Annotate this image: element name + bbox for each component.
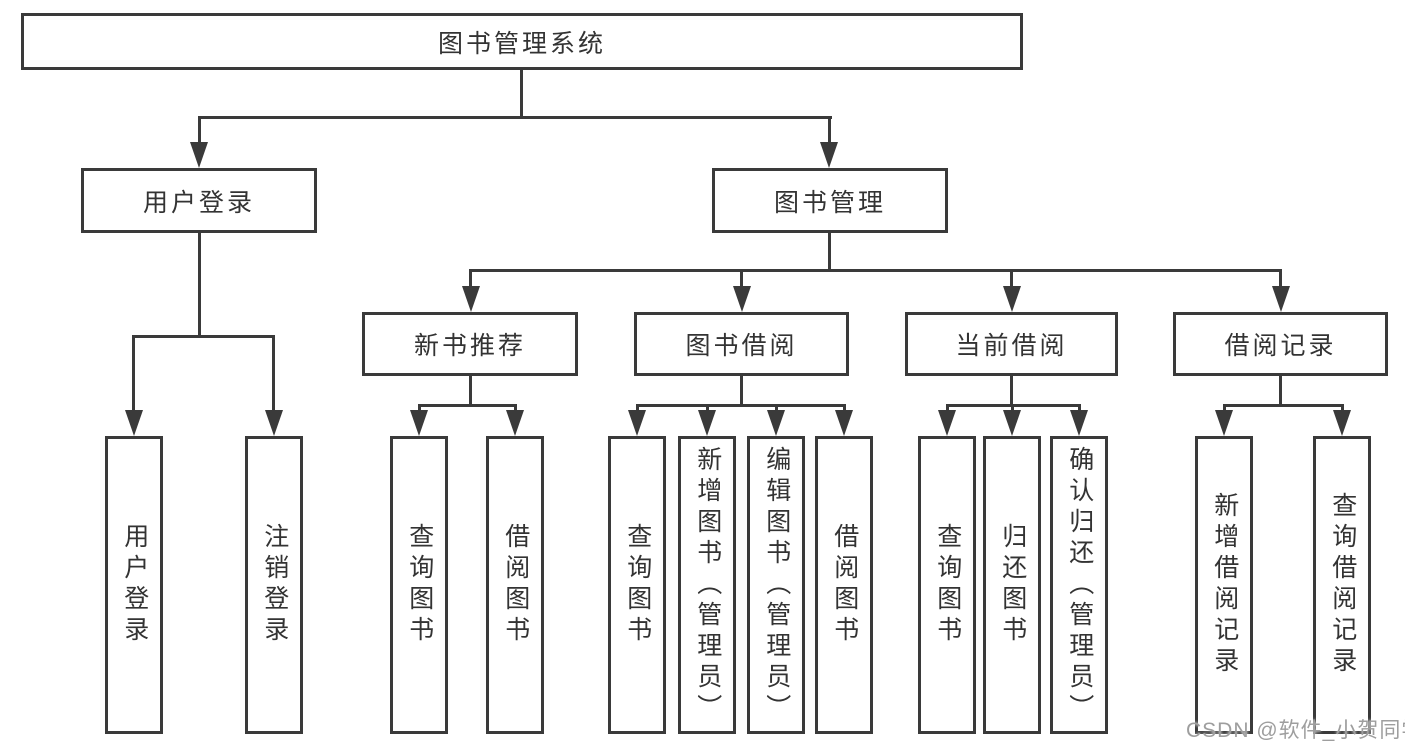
connector-line xyxy=(740,269,743,291)
node-label: 新增图书（管理员） xyxy=(693,445,722,725)
arrowhead-down xyxy=(733,286,751,312)
node-leaf-add-book-admin: 新增图书（管理员） xyxy=(678,436,736,734)
node-label: 确认归还（管理员） xyxy=(1065,445,1094,725)
connector-line xyxy=(636,404,639,414)
connector-line xyxy=(469,269,472,291)
connector-line xyxy=(469,376,472,407)
connector-line xyxy=(1223,404,1344,407)
connector-line xyxy=(418,404,517,407)
connector-line xyxy=(198,116,832,119)
node-book-borrowing: 图书借阅 xyxy=(634,312,849,376)
arrowhead-down xyxy=(506,410,524,436)
connector-line xyxy=(740,376,743,407)
node-label: 查询图书 xyxy=(623,523,652,647)
node-label: 查询借阅记录 xyxy=(1328,492,1357,678)
connector-line xyxy=(469,269,1282,272)
node-leaf-query-books: 查询图书 xyxy=(390,436,448,734)
connector-line xyxy=(775,404,778,414)
node-borrowing-records: 借阅记录 xyxy=(1173,312,1388,376)
connector-line xyxy=(1279,269,1282,291)
connector-line xyxy=(418,404,421,414)
node-leaf-return-books: 归还图书 xyxy=(983,436,1041,734)
connector-line xyxy=(514,404,517,414)
node-label: 注销登录 xyxy=(260,523,289,647)
connector-line xyxy=(1341,404,1344,414)
arrowhead-down xyxy=(698,410,716,436)
connector-line xyxy=(198,232,201,338)
node-label: 查询图书 xyxy=(405,523,434,647)
connector-line xyxy=(1010,376,1013,407)
connector-line xyxy=(1010,269,1013,291)
node-leaf-borrow-books: 借阅图书 xyxy=(486,436,544,734)
node-new-book-recommendation: 新书推荐 xyxy=(362,312,578,376)
node-leaf-query-books: 查询图书 xyxy=(608,436,666,734)
connector-line xyxy=(946,404,949,414)
arrowhead-down xyxy=(820,142,838,168)
arrowhead-down xyxy=(1333,410,1351,436)
arrowhead-down xyxy=(410,410,428,436)
connector-line xyxy=(132,335,135,412)
arrowhead-down xyxy=(1003,286,1021,312)
arrowhead-down xyxy=(190,142,208,168)
connector-line xyxy=(636,404,846,407)
connector-line xyxy=(272,335,275,412)
node-leaf-edit-book-admin: 编辑图书（管理员） xyxy=(747,436,805,734)
connector-line xyxy=(1279,376,1282,407)
connector-line xyxy=(520,69,523,118)
arrowhead-down xyxy=(1215,410,1233,436)
node-library-management-system: 图书管理系统 xyxy=(21,13,1023,70)
connector-line xyxy=(843,404,846,414)
arrowhead-down xyxy=(938,410,956,436)
node-leaf-borrow-books: 借阅图书 xyxy=(815,436,873,734)
node-leaf-user-login: 用户登录 xyxy=(105,436,163,734)
connector-line xyxy=(198,116,201,146)
node-label: 归还图书 xyxy=(998,523,1027,647)
connector-line xyxy=(828,116,831,146)
node-label: 借阅图书 xyxy=(501,523,530,647)
node-book-management: 图书管理 xyxy=(712,168,948,233)
arrowhead-down xyxy=(835,410,853,436)
node-leaf-logout: 注销登录 xyxy=(245,436,303,734)
connector-line xyxy=(1223,404,1226,414)
arrowhead-down xyxy=(628,410,646,436)
arrowhead-down xyxy=(1272,286,1290,312)
node-leaf-query-books: 查询图书 xyxy=(918,436,976,734)
node-label: 查询图书 xyxy=(933,523,962,647)
arrowhead-down xyxy=(1003,410,1021,436)
watermark-csdn: CSDN @软件_小贺同学 xyxy=(1186,719,1405,742)
arrowhead-down xyxy=(767,410,785,436)
arrowhead-down xyxy=(1070,410,1088,436)
node-label: 借阅图书 xyxy=(830,523,859,647)
node-user-login: 用户登录 xyxy=(81,168,317,233)
node-current-borrowing: 当前借阅 xyxy=(905,312,1118,376)
arrowhead-down xyxy=(462,286,480,312)
node-leaf-add-borrow-record: 新增借阅记录 xyxy=(1195,436,1253,734)
connector-line xyxy=(706,404,709,414)
connector-line xyxy=(132,335,275,338)
node-label: 新增借阅记录 xyxy=(1210,492,1239,678)
node-leaf-query-borrow-record: 查询借阅记录 xyxy=(1313,436,1371,734)
arrowhead-down xyxy=(265,410,283,436)
node-label: 用户登录 xyxy=(120,523,149,647)
arrowhead-down xyxy=(125,410,143,436)
connector-line xyxy=(1011,404,1014,414)
node-label: 编辑图书（管理员） xyxy=(762,445,791,725)
connector-line xyxy=(828,232,831,272)
node-leaf-confirm-return-admin: 确认归还（管理员） xyxy=(1050,436,1108,734)
connector-line xyxy=(1078,404,1081,414)
